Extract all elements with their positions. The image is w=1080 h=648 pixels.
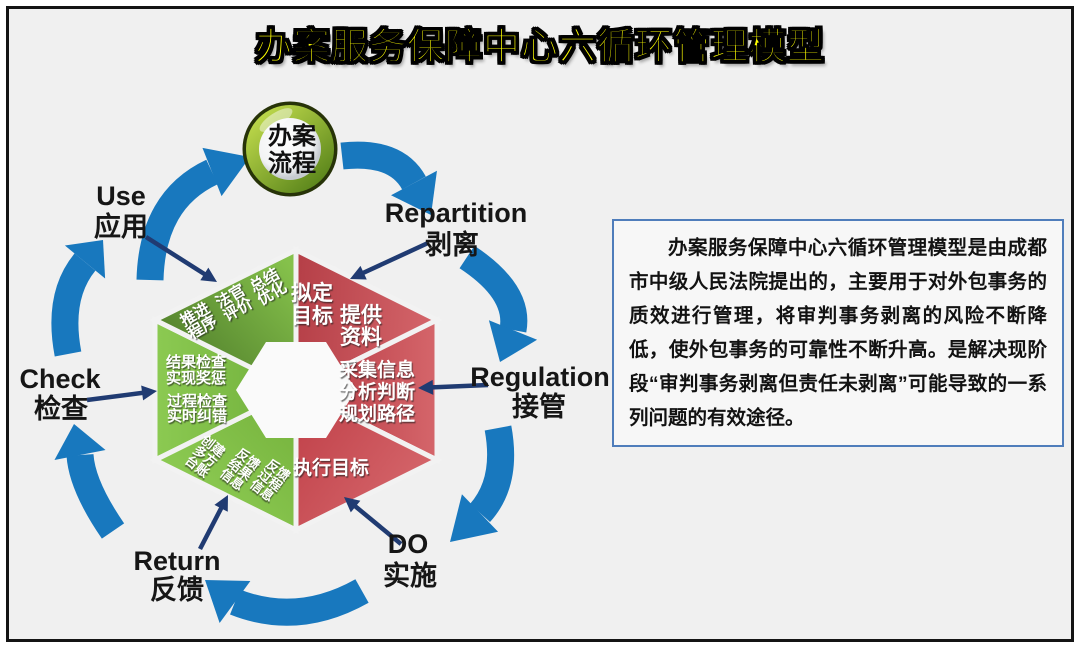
wedge-text: 采集信息 xyxy=(339,358,415,381)
page-title: 办案服务保障中心六循环管理模型 xyxy=(255,26,825,68)
wedge-text: 规划路径 xyxy=(339,402,415,425)
wedge-text: 执行目标 xyxy=(293,456,369,479)
wedge-texts: 拟定 目标 提供 资料 采集信息 分析判断 规划路径 执行目标 结果检查 实现奖… xyxy=(166,264,415,504)
cycle-arrows xyxy=(51,141,538,626)
label-return-en: Return xyxy=(134,546,221,576)
wedge-text: 目标 xyxy=(291,304,333,328)
label-do-en: DO xyxy=(388,529,429,559)
label-repartition-en: Repartition xyxy=(385,198,528,228)
label-check-en: Check xyxy=(19,364,101,394)
cycle-stage-labels: Use 应用 Repartition 剥离 Regulation 接管 DO 实… xyxy=(19,181,609,605)
wedge-text: 提供 xyxy=(340,303,382,327)
label-use-zh: 应用 xyxy=(94,211,148,242)
wedge-text: 实时纠错 xyxy=(167,407,227,425)
badge-gloss xyxy=(259,108,293,132)
wedge-text: 分析判断 xyxy=(339,380,415,403)
label-check-zh: 检查 xyxy=(34,393,88,424)
pointer-arrows xyxy=(86,235,489,551)
label-regulation-zh: 接管 xyxy=(512,392,566,422)
badge-label-2: 流程 xyxy=(268,150,316,177)
cycle-arrow-6 xyxy=(54,424,125,539)
cycle-arrow-7 xyxy=(51,240,106,357)
pointer-arrow-1 xyxy=(144,235,217,282)
description-box: 办案服务保障中心六循环管理模型是由成都市中级人民法院提出的，主要用于对外包事务的… xyxy=(612,219,1064,447)
wedge-text: 实现奖惩 xyxy=(166,369,226,387)
cycle-arrow-3 xyxy=(459,245,538,362)
badge-label-1: 办案 xyxy=(268,122,317,150)
wedge-text: 资料 xyxy=(340,326,382,349)
description-text: 办案服务保障中心六循环管理模型是由成都市中级人民法院提出的，主要用于对外包事务的… xyxy=(629,237,1047,429)
cycle-arrow-1 xyxy=(136,147,250,281)
label-regulation-en: Regulation xyxy=(470,362,610,392)
wedge-text: 拟定 xyxy=(291,281,333,305)
label-return-zh: 反馈 xyxy=(150,575,204,605)
cycle-arrow-5 xyxy=(205,579,369,626)
label-repartition-zh: 剥离 xyxy=(425,229,479,260)
wedge-text: 结果检查 xyxy=(166,353,227,371)
pointer-arrow-5 xyxy=(198,495,228,551)
cycle-arrow-2 xyxy=(340,141,437,215)
case-process-badge: 办案 流程 xyxy=(242,101,338,197)
pointer-arrow-6 xyxy=(86,385,157,403)
cycle-arrow-4 xyxy=(450,425,515,542)
label-use-en: Use xyxy=(96,181,146,211)
hexagon-center-hole xyxy=(236,342,356,438)
badge-face xyxy=(259,118,321,180)
pointer-arrow-3 xyxy=(418,379,489,395)
pointer-arrow-2 xyxy=(350,240,429,280)
label-do-zh: 实施 xyxy=(383,560,437,591)
wedge-text: 过程检查 xyxy=(167,392,228,410)
pointer-arrow-4 xyxy=(344,497,403,546)
